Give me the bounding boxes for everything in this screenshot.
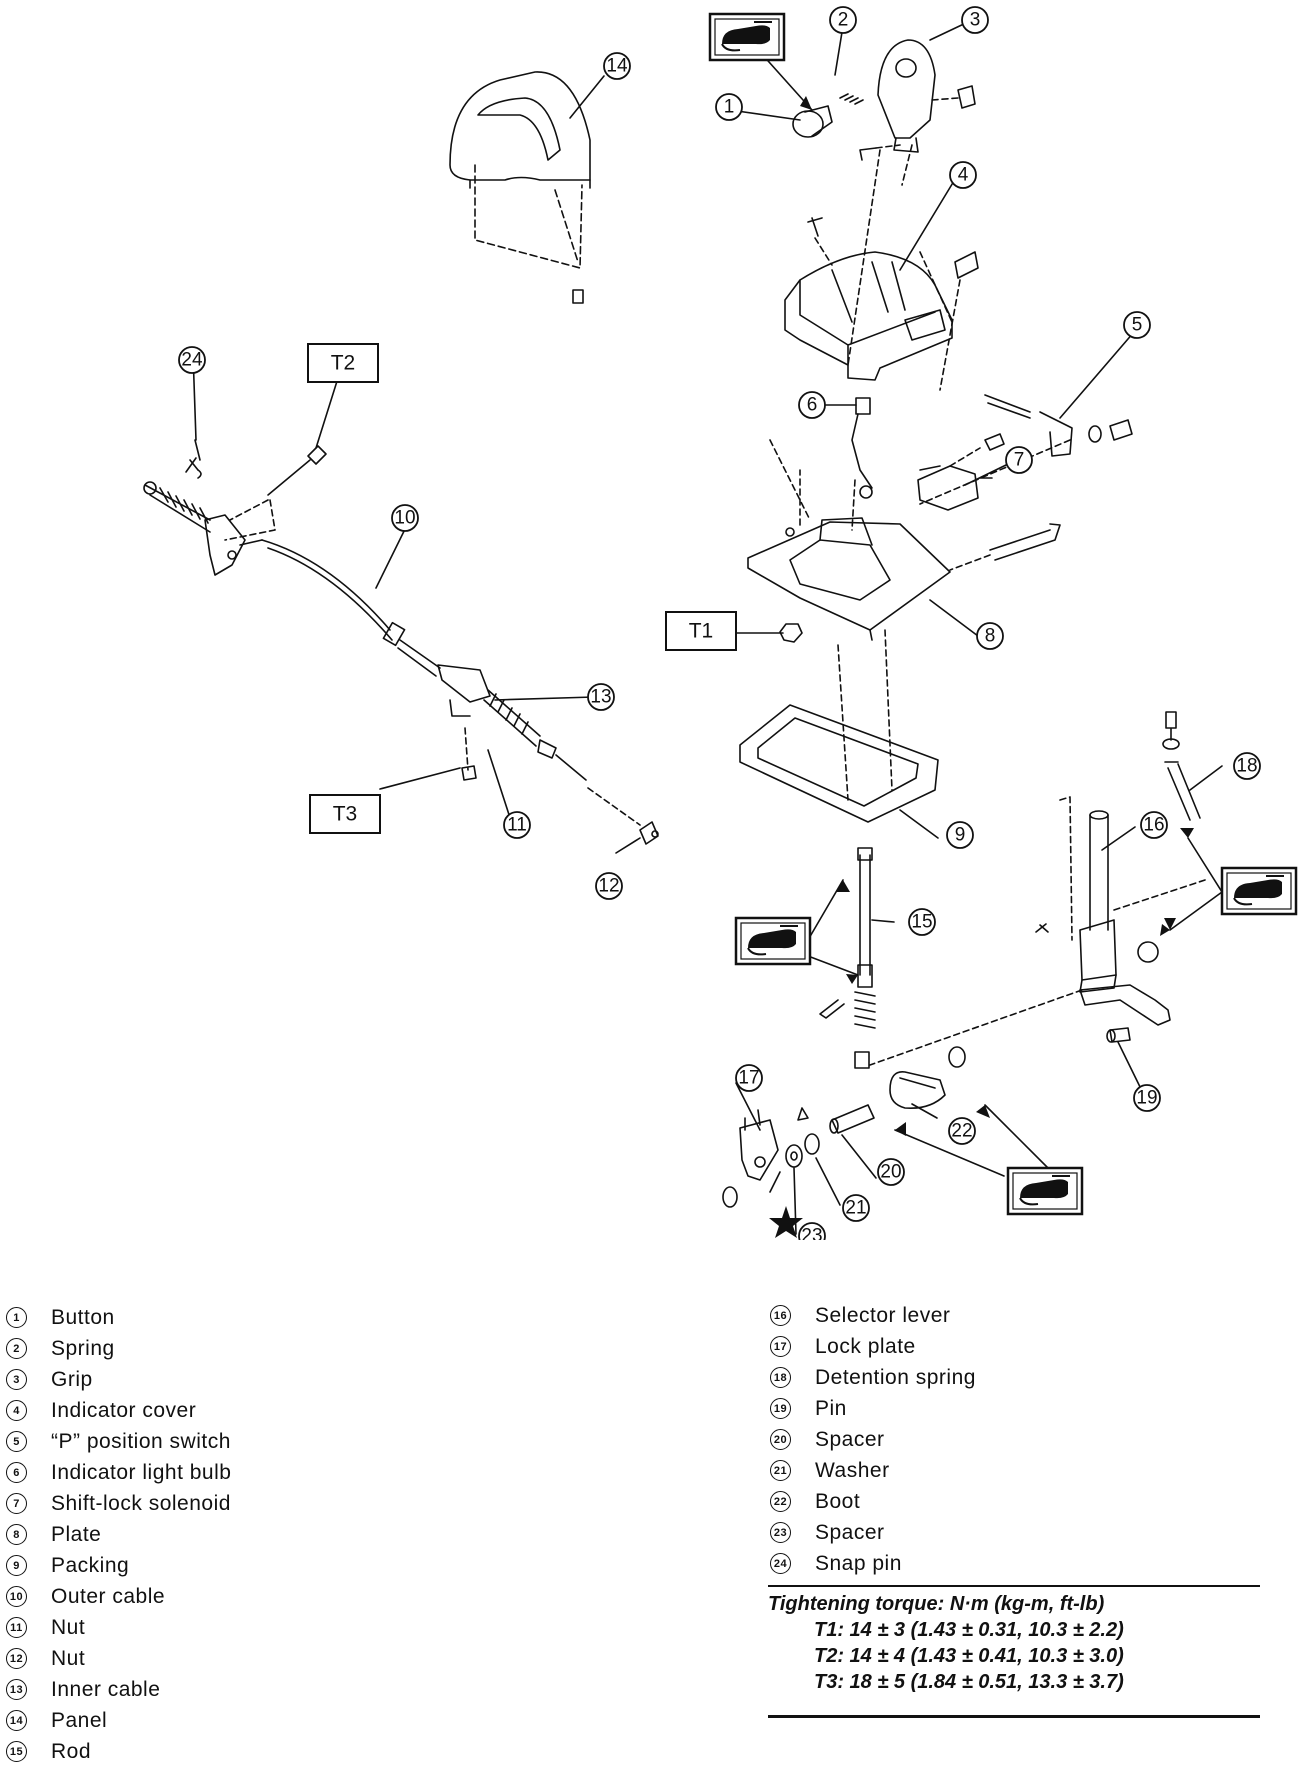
svg-text:21: 21 [845,1198,866,1219]
svg-text:4: 4 [958,165,969,186]
callout-2: 2 [829,6,857,34]
svg-text:19: 19 [1136,1088,1157,1109]
torque-row-t3: T3: 18 ± 5 (1.84 ± 0.51, 13.3 ± 3.7) [814,1671,1124,1693]
callout-18: 18 [1233,752,1261,780]
svg-text:14: 14 [606,56,628,77]
callout-13: 13 [587,683,615,711]
callout-21: 21 [842,1194,870,1222]
callout-12: 12 [595,872,623,900]
svg-text:T3: T3 [333,803,358,826]
callout-16: 16 [1140,811,1168,839]
callout-6: 6 [798,391,826,419]
callout-3: 3 [961,6,989,34]
svg-text:20: 20 [880,1162,901,1183]
callout-24: 24 [178,346,206,374]
torque-box-t1: T1 [665,611,737,651]
callout-14: 14 [603,52,631,80]
callout-22: 22 [948,1117,976,1145]
svg-text:7: 7 [1014,450,1025,471]
torque-heading: Tightening torque: N·m (kg-m, ft-lb) [768,1593,1105,1615]
svg-text:23: 23 [801,1226,822,1241]
svg-text:T1: T1 [689,620,714,643]
grease-icon [1006,1166,1084,1216]
svg-text:12: 12 [598,876,619,897]
svg-text:18: 18 [1236,756,1257,777]
svg-text:16: 16 [1143,815,1164,836]
svg-text:17: 17 [738,1068,759,1089]
callout-20: 20 [877,1158,905,1186]
callout-11: 11 [503,811,531,839]
callout-17: 17 [735,1064,763,1092]
svg-text:22: 22 [951,1121,972,1142]
callout-23: 23 [798,1222,826,1241]
torque-box-t3: T3 [309,794,381,834]
torque-spec-table: Tightening torque: N·m (kg-m, ft-lb) T1:… [768,1585,1260,1718]
svg-text:3: 3 [970,10,981,31]
grease-icon [708,12,786,62]
callout-10: 10 [391,504,419,532]
svg-text:11: 11 [507,815,527,836]
torque-row-t1: T1: 14 ± 3 (1.43 ± 0.31, 10.3 ± 2.2) [814,1619,1124,1641]
torque-box-t2: T2 [307,343,379,383]
svg-text:5: 5 [1132,315,1143,336]
grease-icon [1220,866,1298,916]
svg-text:10: 10 [394,508,415,529]
svg-text:T2: T2 [331,352,356,375]
svg-text:15: 15 [911,912,932,933]
callout-8: 8 [976,622,1004,650]
exploded-view-diagram: 1 2 3 4 5 6 7 8 9 10 11 12 13 14 15 16 1… [143,6,1298,1241]
svg-text:13: 13 [590,687,611,708]
callout-19: 19 [1133,1084,1161,1112]
svg-text:24: 24 [181,350,203,371]
svg-text:6: 6 [807,395,818,416]
grease-icon [734,916,812,966]
callout-5: 5 [1123,311,1151,339]
svg-text:1: 1 [724,97,735,118]
callout-9: 9 [946,821,974,849]
callout-15: 15 [908,908,936,936]
svg-text:9: 9 [955,825,966,846]
svg-text:8: 8 [985,626,996,647]
callout-1: 1 [715,93,743,121]
legend-item: 5“P” position switch [6,1426,231,1457]
callout-4: 4 [949,161,977,189]
callout-7: 7 [1005,446,1033,474]
torque-row-t2: T2: 14 ± 4 (1.43 ± 0.41, 10.3 ± 3.0) [814,1645,1124,1667]
svg-text:2: 2 [838,10,849,31]
